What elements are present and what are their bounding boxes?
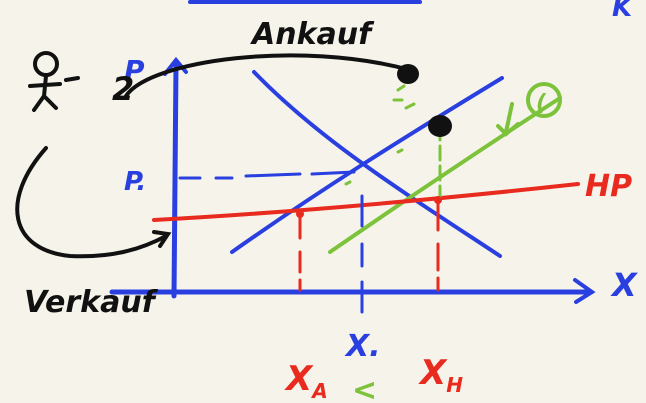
less-than-label: < [352, 373, 377, 403]
ankauf-label: Ankauf [250, 17, 375, 52]
world-price-line [152, 182, 580, 222]
new-equilibrium-point [428, 115, 452, 137]
hp-label: HP [585, 169, 632, 204]
verkauf-label: Verkauf [24, 285, 159, 320]
xa-point [296, 210, 304, 218]
x0-label: X. [344, 329, 381, 364]
person-head [33, 51, 59, 77]
supply-curve [230, 76, 504, 254]
xa-label: XA [284, 359, 328, 403]
ankauf-arrow [124, 53, 412, 98]
circle-marker [526, 82, 562, 118]
p0-dashed-line [178, 170, 356, 180]
corner-mark: K [612, 0, 634, 23]
xa-subscript: A [310, 379, 327, 403]
verkauf-arrowhead [152, 230, 172, 248]
person-body [28, 74, 80, 112]
p-axis-label: P [124, 54, 145, 87]
verkauf-arrow [15, 146, 168, 259]
down-arrow-marker [496, 102, 520, 137]
person-two-label: 2 [112, 70, 134, 108]
x-axis-arrow [573, 278, 596, 304]
ankauf-figure [392, 84, 416, 110]
xh-label: XH [418, 353, 463, 397]
green-dashes-left [344, 148, 404, 186]
xa-main: X [284, 359, 314, 399]
xh-subscript: H [446, 373, 463, 397]
x-axis-label: X [610, 266, 638, 304]
p0-label: P. [124, 167, 146, 197]
xh-point [434, 196, 442, 204]
shifted-supply-curve [328, 96, 562, 254]
circle-marker-label: ( [536, 91, 547, 116]
y-axis [171, 61, 179, 299]
xh-main: X [418, 353, 448, 393]
